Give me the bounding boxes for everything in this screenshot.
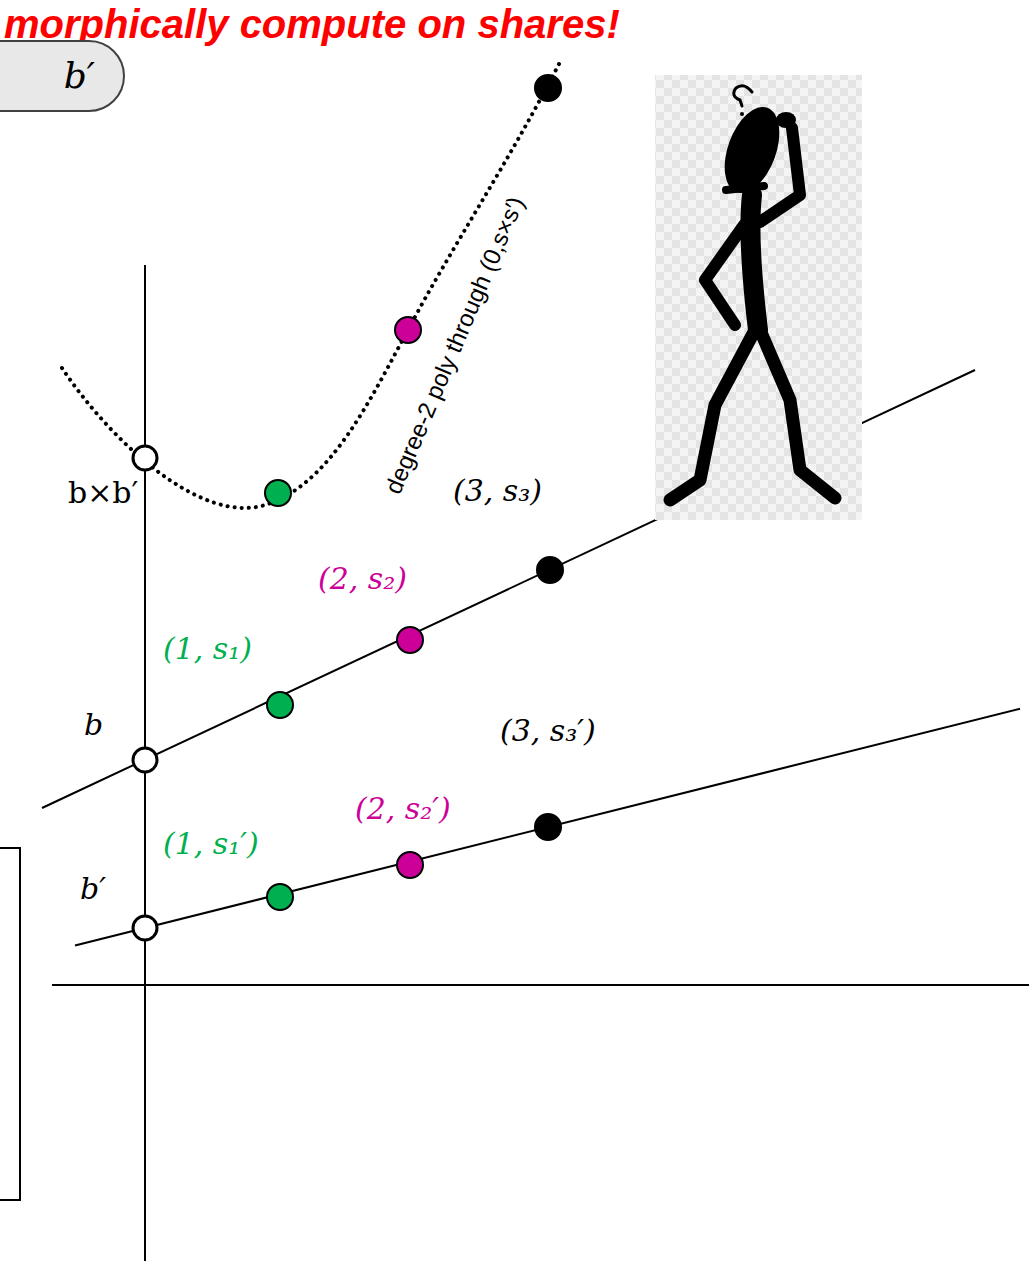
share-point <box>397 852 423 878</box>
share-point <box>535 75 561 101</box>
point-label: (3, s₃) <box>453 472 542 510</box>
side-box <box>0 848 20 1200</box>
thinking-figure <box>670 86 835 500</box>
x-axis <box>52 984 1029 986</box>
secret-point <box>133 916 157 940</box>
point-label: (3, s₃′) <box>500 712 596 750</box>
point-label: (1, s₁′) <box>163 825 259 863</box>
share-point <box>537 557 563 583</box>
point-label: (2, s₂) <box>318 560 407 598</box>
share-point <box>265 480 291 506</box>
curve-label: degree-2 poly through (0,s×s′) <box>379 192 530 498</box>
figure-ground <box>655 75 862 520</box>
secret-point <box>133 748 157 772</box>
product-curve <box>62 62 560 508</box>
node-label: b′ <box>64 56 95 96</box>
point-label: (2, s₂′) <box>355 790 451 828</box>
axis-value: b <box>84 706 103 744</box>
share-point <box>395 317 421 343</box>
share-point <box>535 814 561 840</box>
secret-point <box>133 446 157 470</box>
share-point <box>397 627 423 653</box>
pill-box: b′ <box>0 40 125 112</box>
axis-value: b′ <box>80 870 106 908</box>
axis-value: b×b′ <box>68 474 138 512</box>
share-point <box>267 884 293 910</box>
point-label: (1, s₁) <box>163 630 252 668</box>
share-point <box>267 692 293 718</box>
share-line <box>75 709 1020 946</box>
